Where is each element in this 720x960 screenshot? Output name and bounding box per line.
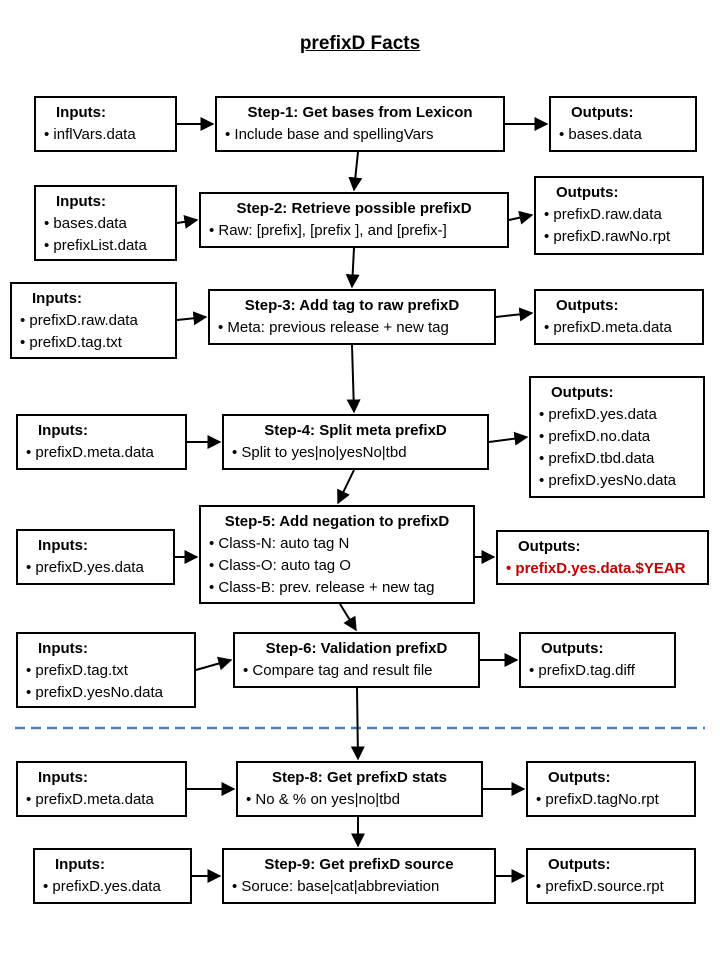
connector-arrow [195,656,233,671]
connector-arrow [495,307,534,322]
inputs-heading: Inputs: [38,640,88,657]
outputs-box-3: Outputs: prefixD.meta.data [534,289,704,345]
connector-arrow [508,210,534,225]
inputs-box-6: Inputs: prefixD.tag.txt prefixD.yesNo.da… [16,632,196,708]
inputs-heading: Inputs: [38,769,88,786]
output-item: prefixD.tagNo.rpt [536,789,686,811]
outputs-box-1: Outputs: bases.data [549,96,697,152]
inputs-box-2: Inputs: bases.data prefixList.data [34,185,177,261]
outputs-heading: Outputs: [548,769,611,786]
step-heading: Step-4: Split meta prefixD [264,422,447,439]
step-heading: Step-1: Get bases from Lexicon [247,104,473,121]
input-item: prefixD.tag.txt [20,332,167,354]
inputs-heading: Inputs: [56,193,106,210]
step-item: Raw: [prefix], [prefix ], and [prefix-] [209,220,499,242]
step-item: Soruce: base|cat|abbreviation [232,876,486,898]
step-box-9: Step-9: Get prefixD source Soruce: base|… [222,848,496,904]
inputs-box-9: Inputs: prefixD.yes.data [33,848,192,904]
outputs-heading: Outputs: [541,640,604,657]
outputs-box-9: Outputs: prefixD.source.rpt [526,848,696,904]
outputs-box-8: Outputs: prefixD.tagNo.rpt [526,761,696,817]
input-item: prefixList.data [44,235,167,257]
connector-arrow [176,214,199,229]
step-heading: Step-6: Validation prefixD [265,640,448,657]
outputs-heading: Outputs: [518,538,581,555]
step-item: Compare tag and result file [243,660,470,682]
input-item: prefixD.raw.data [20,310,167,332]
input-item: inflVars.data [44,124,167,146]
step-item: Meta: previous release + new tag [218,317,486,339]
outputs-box-2: Outputs: prefixD.raw.data prefixD.rawNo.… [534,176,704,255]
step-heading: Step-5: Add negation to prefixD [224,513,450,530]
outputs-heading: Outputs: [571,104,634,121]
output-item: prefixD.raw.data [544,204,694,226]
output-item: prefixD.rawNo.rpt [544,226,694,248]
inputs-heading: Inputs: [32,290,82,307]
input-item: prefixD.yes.data [43,876,182,898]
step-heading: Step-9: Get prefixD source [264,856,454,873]
output-item: bases.data [559,124,687,146]
inputs-box-5: Inputs: prefixD.yes.data [16,529,175,585]
connector-arrow [339,603,357,632]
input-item: prefixD.meta.data [26,442,177,464]
step-item: No & % on yes|no|tbd [246,789,473,811]
inputs-box-8: Inputs: prefixD.meta.data [16,761,187,817]
outputs-heading: Outputs: [556,297,619,314]
step-heading: Step-2: Retrieve possible prefixD [236,200,472,217]
output-item-highlighted: prefixD.yes.data.$YEAR [506,558,699,580]
outputs-heading: Outputs: [548,856,611,873]
outputs-box-6: Outputs: prefixD.tag.diff [519,632,676,688]
outputs-box-5: Outputs: prefixD.yes.data.$YEAR [496,530,709,585]
inputs-heading: Inputs: [38,422,88,439]
connector-arrow [345,247,360,289]
outputs-heading: Outputs: [556,184,619,201]
connector-arrow [488,431,529,446]
output-item: prefixD.yes.data [539,404,695,426]
output-item: prefixD.no.data [539,426,695,448]
step-box-3: Step-3: Add tag to raw prefixD Meta: pre… [208,289,496,345]
inputs-box-1: Inputs: inflVars.data [34,96,177,152]
step-heading: Step-8: Get prefixD stats [271,769,448,786]
output-item: prefixD.source.rpt [536,876,686,898]
inputs-heading: Inputs: [38,537,88,554]
outputs-heading: Outputs: [551,384,614,401]
connector-arrow [346,344,361,414]
inputs-box-4: Inputs: prefixD.meta.data [16,414,187,470]
input-item: bases.data [44,213,167,235]
step-item: Include base and spellingVars [225,124,495,146]
connector-arrow [350,687,365,761]
inputs-heading: Inputs: [55,856,105,873]
inputs-heading: Inputs: [56,104,106,121]
step-item: Split to yes|no|yesNo|tbd [232,442,479,464]
step-item: Class-N: auto tag N [209,533,465,555]
step-box-1: Step-1: Get bases from Lexicon Include b… [215,96,505,152]
outputs-box-4: Outputs: prefixD.yes.data prefixD.no.dat… [529,376,705,498]
output-item: prefixD.tbd.data [539,448,695,470]
step-box-4: Step-4: Split meta prefixD Split to yes|… [222,414,489,470]
step-box-2: Step-2: Retrieve possible prefixD Raw: [… [199,192,509,248]
input-item: prefixD.yes.data [26,557,165,579]
step-box-5: Step-5: Add negation to prefixD Class-N:… [199,505,475,604]
step-item: Class-O: auto tag O [209,555,465,577]
step-box-6: Step-6: Validation prefixD Compare tag a… [233,632,480,688]
input-item: prefixD.meta.data [26,789,177,811]
output-item: prefixD.yesNo.data [539,470,695,492]
input-item: prefixD.yesNo.data [26,682,186,704]
connector-arrow [348,151,363,192]
output-item: prefixD.tag.diff [529,660,666,682]
inputs-box-3: Inputs: prefixD.raw.data prefixD.tag.txt [10,282,177,359]
step-box-8: Step-8: Get prefixD stats No & % on yes|… [236,761,483,817]
input-item: prefixD.tag.txt [26,660,186,682]
connector-arrow [176,311,208,326]
step-item: Class-B: prev. release + new tag [209,577,465,599]
output-item: prefixD.meta.data [544,317,694,339]
diagram-title: prefixD Facts [299,33,421,54]
step-heading: Step-3: Add tag to raw prefixD [244,297,460,314]
connector-arrow [337,469,355,505]
